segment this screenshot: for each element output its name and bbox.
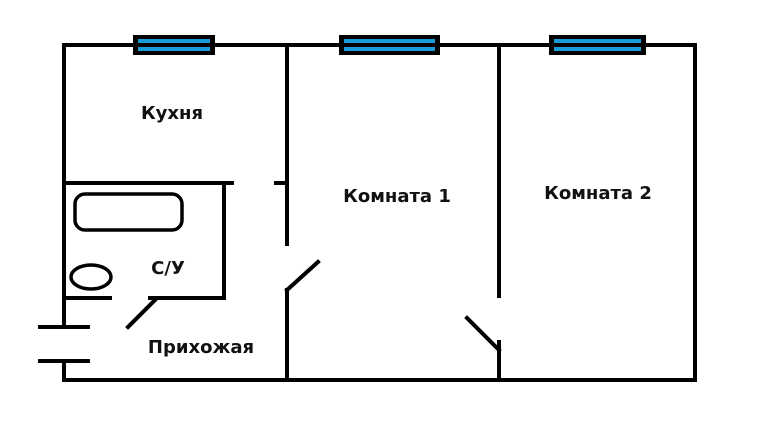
- label-hallway: Прихожая: [148, 337, 254, 358]
- label-room2: Комната 2: [544, 183, 652, 204]
- window-kitchen: [133, 35, 215, 55]
- label-room1: Комната 1: [343, 186, 451, 207]
- label-bathroom: С/У: [151, 258, 185, 279]
- window-room1: [339, 35, 440, 55]
- label-kitchen: Кухня: [141, 103, 203, 124]
- door-bathroom: [125, 297, 158, 330]
- bathtub-icon: [73, 192, 184, 232]
- door-room1: [284, 259, 321, 293]
- toilet-icon: [69, 263, 113, 291]
- window-room2: [549, 35, 646, 55]
- door-room2: [464, 315, 502, 353]
